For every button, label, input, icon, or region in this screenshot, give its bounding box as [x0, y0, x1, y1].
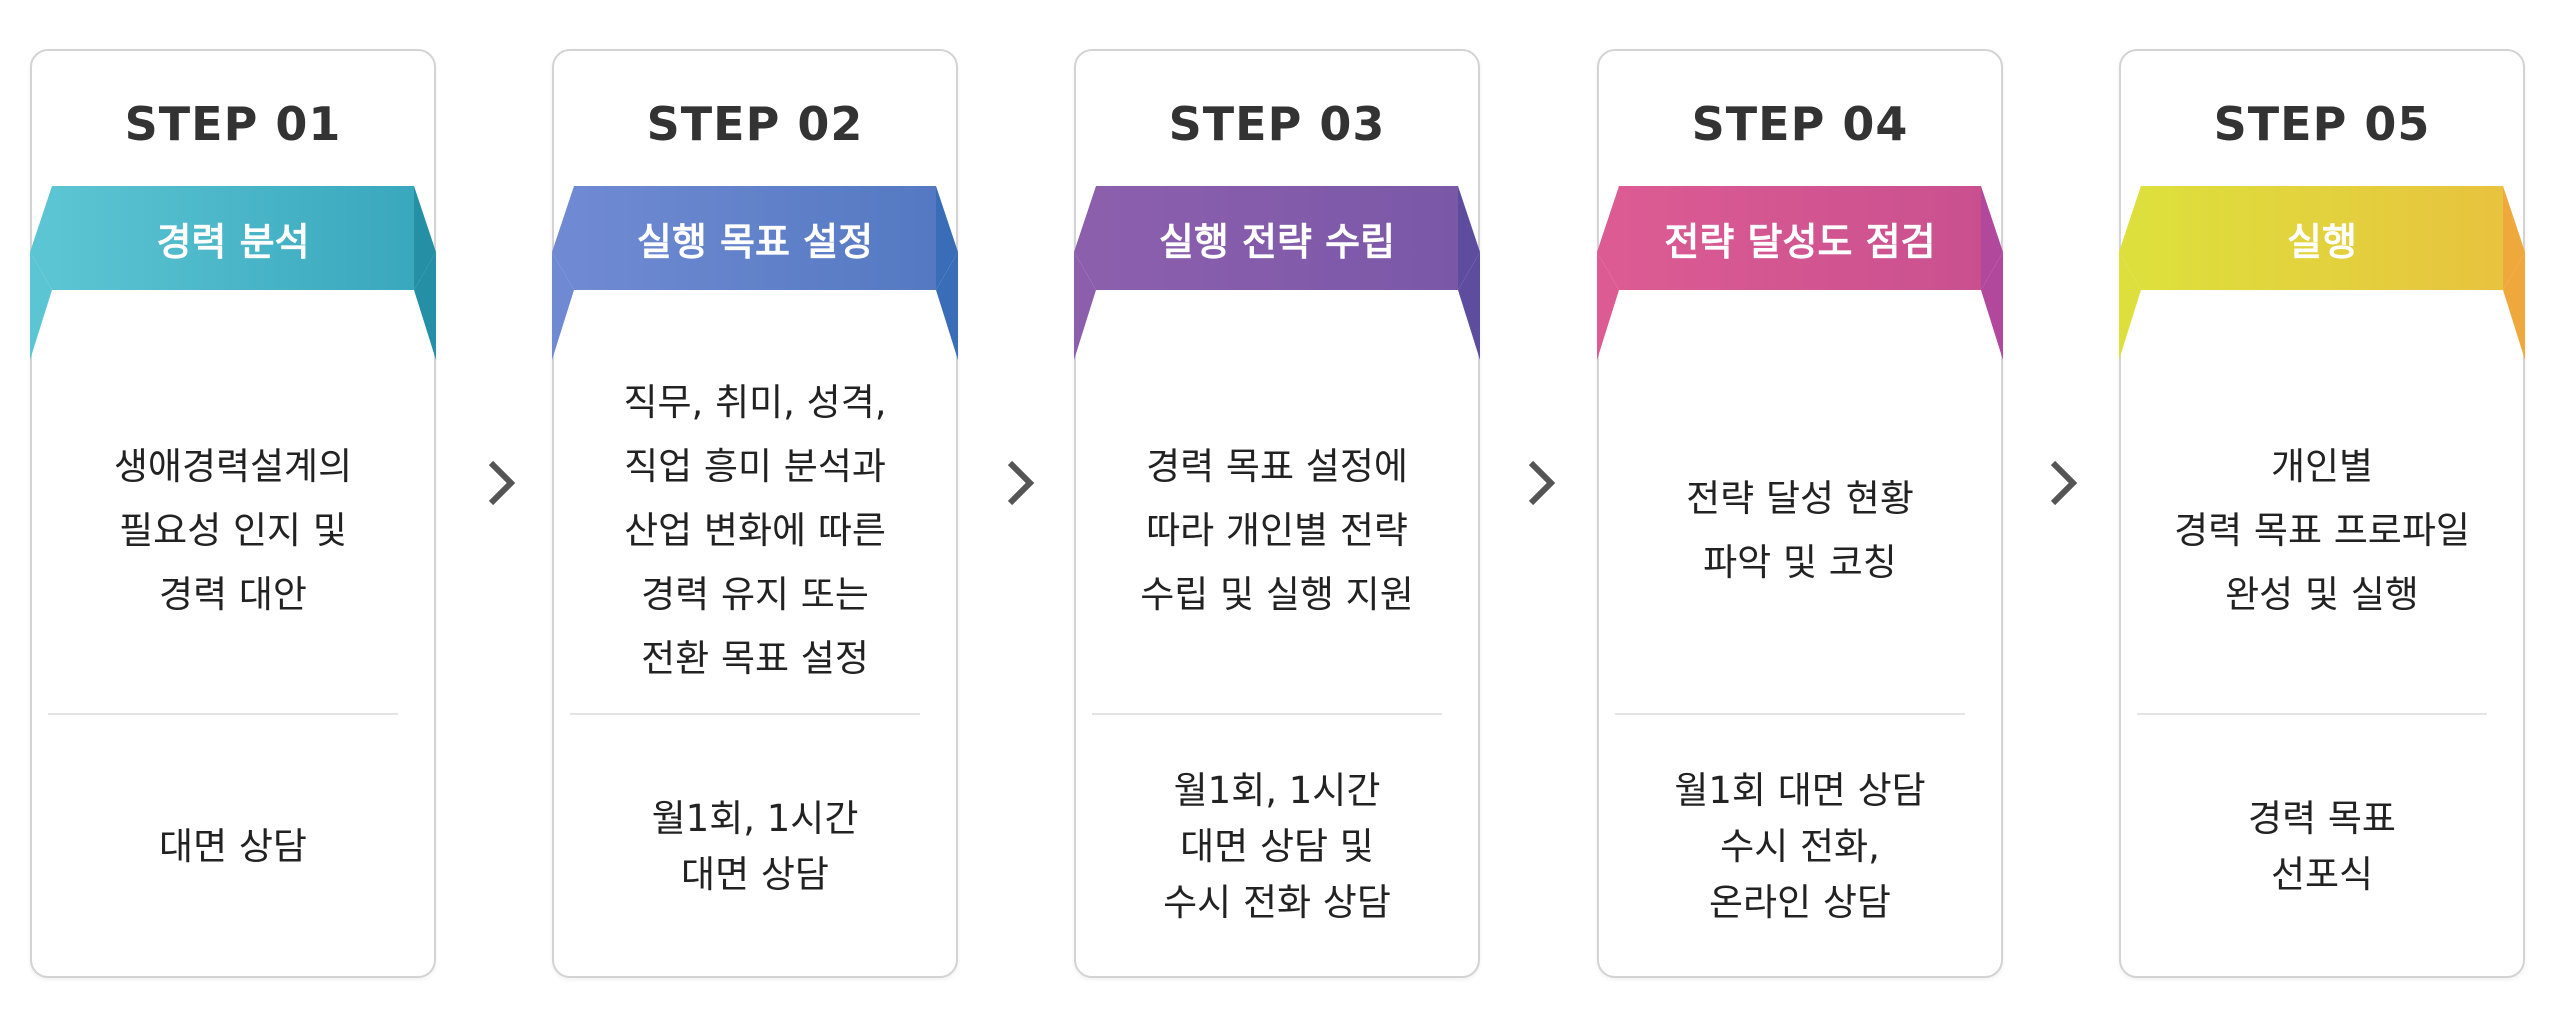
ribbon-banner — [1074, 186, 1480, 360]
description-line: 전환 목표 설정 — [641, 637, 869, 680]
method-line: 대면 상담 및 — [1180, 825, 1374, 868]
step-method: 월1회, 1시간 대면 상담 — [568, 717, 942, 977]
method-line: 대면 상담 — [681, 853, 829, 896]
method-line: 수시 전화 상담 — [1163, 881, 1391, 924]
step-number: STEP 04 — [1691, 97, 1909, 151]
ribbon-banner — [1597, 186, 2003, 360]
description-line: 파악 및 코칭 — [1703, 541, 1897, 584]
description-line: 경력 대안 — [159, 573, 307, 616]
step-label: 실행 — [2287, 219, 2357, 264]
step-label: 실행 목표 설정 — [636, 219, 874, 264]
method-line: 월1회 대면 상담 — [1674, 769, 1926, 812]
description-line: 전략 달성 현황 — [1686, 477, 1914, 520]
step-label: 전략 달성도 점검 — [1664, 219, 1936, 264]
method-line: 선포식 — [2270, 853, 2374, 896]
step-card-2: STEP 02 실행 목표 설정 직무, 취미, 성격, 직업 흥미 분석과 산… — [552, 49, 958, 978]
step-card-5: STEP 05 실행 개인별 경력 목표 프로파일 완성 및 실행 경력 목표 … — [2119, 49, 2525, 978]
description-line: 수립 및 실행 지원 — [1140, 573, 1414, 616]
description-line: 직무, 취미, 성격, — [623, 381, 887, 424]
method-line: 대면 상담 — [159, 825, 307, 868]
description-line: 경력 목표 설정에 — [1146, 445, 1408, 488]
divider — [1092, 713, 1442, 715]
chevron-right-icon — [2050, 460, 2078, 506]
step-method: 대면 상담 — [46, 717, 420, 977]
description-line: 경력 유지 또는 — [641, 573, 869, 616]
divider — [570, 713, 920, 715]
description-line: 산업 변화에 따른 — [624, 509, 886, 552]
description-line: 경력 목표 프로파일 — [2174, 509, 2470, 552]
chevron-right-icon — [1007, 460, 1035, 506]
divider — [1615, 713, 1965, 715]
step-number: STEP 05 — [2213, 97, 2431, 151]
ribbon-banner — [552, 186, 958, 360]
divider — [48, 713, 398, 715]
chevron-right-icon — [488, 460, 516, 506]
step-card-3: STEP 03 실행 전략 수립 경력 목표 설정에 따라 개인별 전략 수립 … — [1074, 49, 1480, 978]
method-line: 월1회, 1시간 — [651, 797, 859, 840]
description-line: 직업 흥미 분석과 — [624, 445, 886, 488]
description-line: 필요성 인지 및 — [119, 509, 347, 552]
step-method: 월1회, 1시간 대면 상담 및 수시 전화 상담 — [1090, 717, 1464, 977]
step-method: 월1회 대면 상담 수시 전화, 온라인 상담 — [1613, 717, 1987, 977]
description-line: 따라 개인별 전략 — [1146, 509, 1408, 552]
method-line: 경력 목표 — [2248, 797, 2396, 840]
step-number: STEP 02 — [646, 97, 864, 151]
method-line: 온라인 상담 — [1709, 881, 1891, 924]
method-line: 수시 전화, — [1720, 825, 1880, 868]
divider — [2137, 713, 2487, 715]
method-line: 월1회, 1시간 — [1173, 769, 1381, 812]
description-line: 개인별 — [2270, 445, 2374, 488]
step-method: 경력 목표 선포식 — [2135, 717, 2509, 977]
step-number: STEP 01 — [124, 97, 342, 151]
step-number: STEP 03 — [1168, 97, 1386, 151]
description-line: 완성 및 실행 — [2225, 573, 2419, 616]
step-description: 생애경력설계의 필요성 인지 및 경력 대안 — [46, 371, 420, 691]
step-label: 실행 전략 수립 — [1158, 219, 1396, 264]
step-card-1: STEP 01 경력 분석 생애경력설계의 필요성 인지 및 경력 대안 대면 … — [30, 49, 436, 978]
step-card-4: STEP 04 전략 달성도 점검 전략 달성 현황 파악 및 코칭 월1회 대… — [1597, 49, 2003, 978]
ribbon-banner — [30, 186, 436, 360]
step-label: 경력 분석 — [156, 219, 310, 264]
step-description: 직무, 취미, 성격, 직업 흥미 분석과 산업 변화에 따른 경력 유지 또는… — [568, 371, 942, 691]
ribbon-banner — [2119, 186, 2525, 360]
chevron-right-icon — [1528, 460, 1556, 506]
description-line: 생애경력설계의 — [113, 445, 353, 488]
step-description: 개인별 경력 목표 프로파일 완성 및 실행 — [2135, 371, 2509, 691]
step-description: 전략 달성 현황 파악 및 코칭 — [1613, 371, 1987, 691]
step-description: 경력 목표 설정에 따라 개인별 전략 수립 및 실행 지원 — [1090, 371, 1464, 691]
